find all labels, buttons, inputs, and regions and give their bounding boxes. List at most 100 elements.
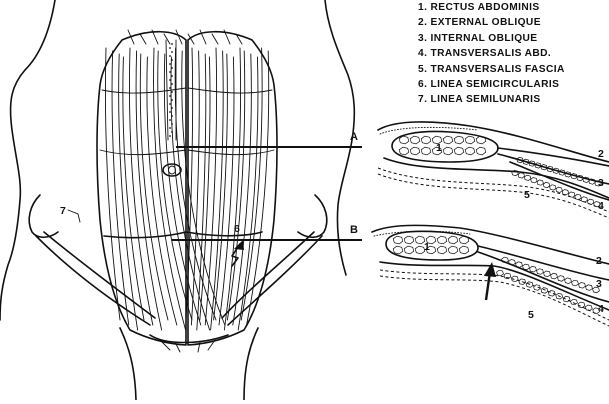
muscle-fiber — [190, 50, 200, 326]
tissue-cell — [540, 164, 548, 171]
tissue-cell — [431, 135, 443, 145]
tissue-cell — [578, 282, 586, 289]
tissue-cell — [555, 293, 564, 300]
rectus-fibers — [104, 29, 270, 331]
alba-dot — [171, 51, 173, 53]
tissue-cell — [533, 284, 541, 291]
muscle-fiber — [185, 47, 194, 321]
tissue-cell — [442, 135, 454, 145]
tissue-cell — [552, 167, 560, 174]
tissue-cell — [577, 301, 586, 309]
legend-item-linea-semicircularis: 6. LINEA SEMICIRCULARIS — [418, 79, 560, 91]
tissue-cell — [442, 146, 454, 156]
muscle-fiber — [118, 53, 139, 331]
section-a-cells — [398, 135, 602, 208]
section-b-number-1: 1 — [424, 241, 430, 253]
alba-dot — [171, 115, 173, 117]
muscle-fiber — [226, 50, 246, 321]
tissue-cell — [518, 278, 527, 285]
tissue-cell — [516, 156, 524, 164]
alba-dot — [171, 43, 173, 45]
linea-alba — [169, 43, 173, 137]
tissue-cell — [392, 245, 404, 255]
tissue-cell — [540, 287, 549, 294]
alba-dot — [169, 87, 171, 89]
muscle-fiber — [223, 47, 242, 331]
tissue-cell — [525, 281, 534, 288]
legend-item-linea-semilunaris: 7. LINEA SEMILUNARIS — [418, 94, 541, 106]
muscle-fiber — [199, 29, 207, 45]
tissue-cell — [403, 235, 415, 245]
alba-dot — [169, 71, 171, 73]
tissue-cell — [562, 295, 571, 303]
tissue-cell — [522, 263, 530, 271]
tissue-cell — [524, 174, 532, 181]
tissue-cell — [464, 146, 476, 156]
cross-section-b — [371, 224, 609, 327]
section-b-number-2: 2 — [596, 255, 602, 267]
tissue-cell — [414, 235, 426, 245]
tissue-cell — [549, 184, 557, 191]
tissue-cell — [409, 146, 421, 156]
tissue-cell — [557, 275, 565, 282]
muscle-fiber — [240, 47, 263, 321]
tissue-cell — [547, 290, 556, 297]
section-a-number-4: 4 — [598, 200, 604, 212]
muscle-fiber — [187, 33, 195, 45]
tissue-cell — [515, 261, 523, 268]
muscle-fiber — [232, 53, 252, 326]
tissue-cell — [398, 146, 410, 156]
legend-item-external-oblique: 2. EXTERNAL OBLIQUE — [418, 17, 541, 29]
section-a-number-2: 2 — [598, 148, 604, 160]
section-a-number-1: 1 — [436, 142, 442, 154]
torso-arrow-icon — [231, 240, 244, 267]
rectus-abdominis — [96, 30, 278, 346]
alba-dot — [171, 91, 173, 93]
tissue-cell — [580, 196, 588, 203]
tissue-cell — [558, 169, 566, 176]
tissue-cell — [555, 186, 563, 193]
torso-label-6: 6 — [234, 223, 240, 235]
tissue-cell — [570, 173, 578, 180]
tissue-cell — [447, 245, 459, 255]
tissue-cell — [503, 272, 512, 280]
umbilicus — [162, 163, 182, 177]
tissue-cell — [511, 169, 519, 177]
tissue-cell — [543, 270, 551, 277]
muscle-fiber — [151, 29, 159, 45]
tissue-cell — [564, 171, 572, 178]
tissue-cell — [517, 172, 525, 179]
muscle-fiber — [122, 56, 145, 321]
legend-item-transversalis-abd: 4. TRANSVERSALIS ABD. — [418, 48, 552, 60]
tissue-cell — [585, 284, 593, 291]
alba-dot — [171, 83, 173, 85]
muscle-fiber — [104, 47, 121, 321]
alba-dot — [169, 119, 171, 121]
tissue-cell — [458, 245, 470, 255]
tissue-cell — [420, 146, 432, 156]
alba-dot — [169, 55, 171, 57]
tissue-cell — [592, 307, 601, 314]
alba-dot — [171, 59, 173, 61]
tissue-cell — [436, 245, 448, 255]
tissue-cell — [464, 135, 476, 145]
tissue-cell — [510, 275, 519, 282]
tissue-cell — [453, 146, 465, 156]
tissue-cell — [522, 158, 530, 165]
tissue-cell — [568, 191, 576, 198]
tissue-cell — [475, 146, 487, 156]
muscle-fiber — [111, 50, 130, 326]
tissue-cell — [588, 178, 596, 185]
tissue-cell — [571, 279, 579, 287]
tissue-cell — [496, 269, 504, 277]
alba-dot — [169, 103, 171, 105]
torso-outline — [0, 0, 356, 401]
muscle-fiber — [139, 33, 147, 45]
alba-dot — [169, 63, 171, 65]
muscle-fiber — [246, 50, 270, 326]
muscle-fiber — [127, 29, 135, 45]
tissue-cell — [582, 176, 590, 183]
tissue-cell — [425, 245, 437, 255]
legend-item-internal-oblique: 3. INTERNAL OBLIQUE — [418, 32, 538, 44]
